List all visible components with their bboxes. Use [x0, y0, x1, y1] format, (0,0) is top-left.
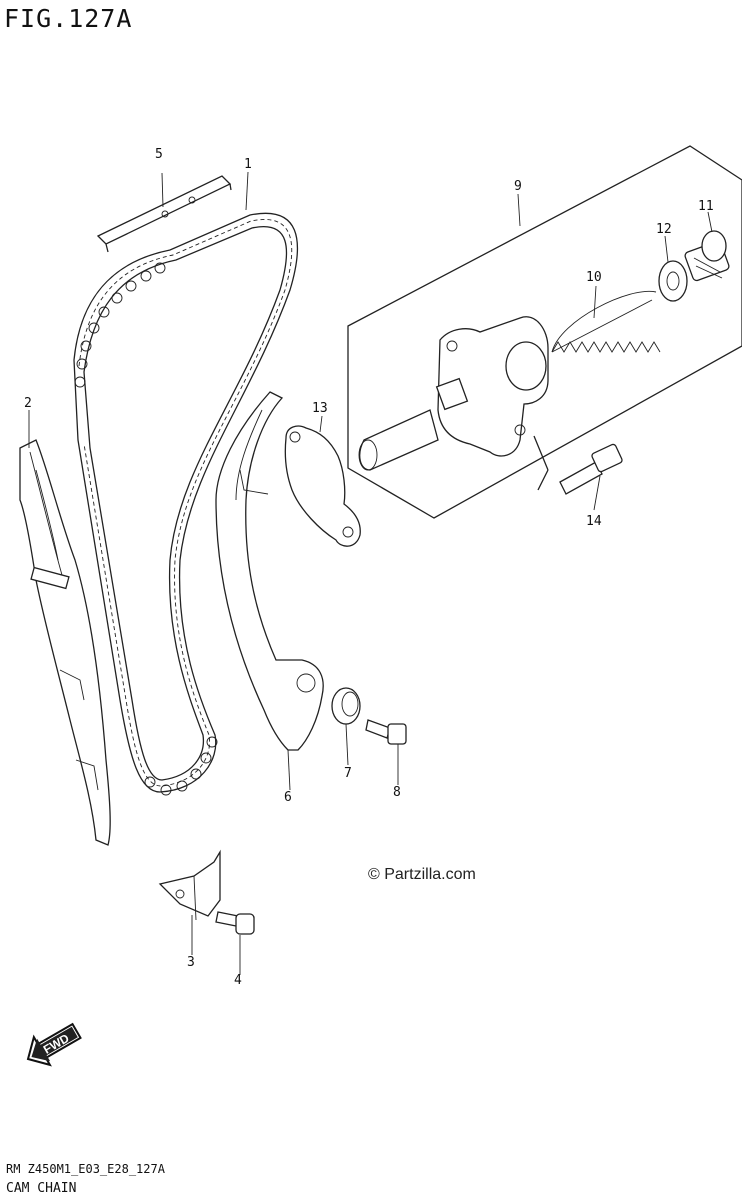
part-7-collar	[331, 687, 361, 725]
figure-title: FIG.127A	[4, 4, 133, 33]
callout-13: 13	[312, 401, 328, 416]
callout-11: 11	[698, 199, 714, 214]
partzilla-watermark: © Partzilla.com	[368, 866, 476, 883]
part-11-cap-bolt	[684, 230, 730, 282]
fwd-arrow-icon: FWD	[26, 1022, 82, 1067]
callout-5: 5	[155, 147, 163, 162]
part-13-gasket	[284, 425, 361, 547]
callout-12: 12	[656, 222, 672, 237]
part-4-bolt	[215, 911, 255, 935]
callout-3: 3	[187, 955, 195, 970]
diagram-code: RM Z450M1_E03_E28_127A	[6, 1162, 165, 1176]
part-8-bolt	[365, 719, 407, 745]
part-10-spring	[551, 290, 661, 353]
callout-7: 7	[344, 766, 352, 781]
leader-lines	[28, 171, 713, 975]
callout-6: 6	[284, 790, 292, 805]
part-5-guide-plate	[96, 172, 232, 253]
part-1-cam-chain	[73, 212, 299, 796]
callout-2: 2	[24, 396, 32, 411]
callout-4: 4	[234, 973, 242, 988]
part-9-tensioner-assembly	[347, 145, 742, 519]
callout-1: 1	[244, 157, 252, 172]
callout-8: 8	[393, 785, 401, 800]
diagram-name: CAM CHAIN	[6, 1181, 77, 1196]
callout-9: 9	[514, 179, 522, 194]
part-3-bracket	[158, 849, 221, 921]
callout-10: 10	[586, 270, 602, 285]
part-14-bolt	[559, 443, 623, 495]
callout-14: 14	[586, 514, 602, 529]
part-2-tensioner-guide	[19, 439, 111, 846]
part-6-chain-guide	[215, 391, 324, 751]
part-12-washer	[658, 260, 688, 302]
